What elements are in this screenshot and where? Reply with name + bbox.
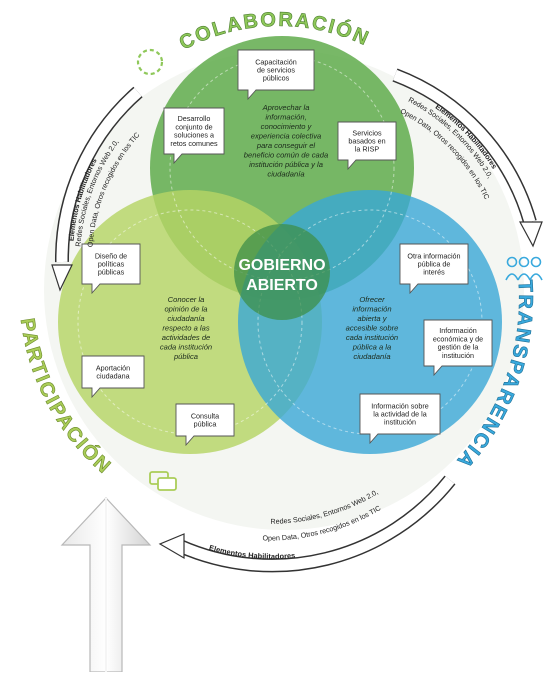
participacion-bubble-text: Consulta <box>191 411 219 420</box>
colaboracion-bubble-text: Servicios <box>352 128 382 137</box>
colaboracion-bubble-text: Desarrollo <box>178 114 211 123</box>
handshake-ring-icon <box>136 48 164 76</box>
center-circle <box>234 224 330 320</box>
transparencia-bubble-text: institución <box>384 418 416 427</box>
colaboracion-bubble-text: de servicios <box>257 66 295 75</box>
colaboracion-description-line: institución pública y la <box>249 160 323 169</box>
participacion-description-line: pública <box>173 352 198 361</box>
colaboracion-description-line: Aprovechar la <box>262 103 310 112</box>
transparencia-bubble-text: económica y de <box>433 334 483 343</box>
participacion-bubble-text: políticas <box>98 260 125 269</box>
chat-bubbles-icon <box>149 471 177 491</box>
participacion-description-line: opinión de la <box>164 305 207 314</box>
upward-arrow <box>60 497 152 673</box>
colaboracion-bubble-text: Capacitación <box>255 57 297 66</box>
transparencia-description-line: pública a la <box>352 343 391 352</box>
colaboracion-bubble-text: soluciones a <box>174 131 214 140</box>
transparencia-description-line: ciudadanía <box>353 352 390 361</box>
colaboracion-description-line: beneficio común de cada <box>244 151 328 160</box>
participacion-bubble-text: Aportación <box>96 363 130 372</box>
colaboracion-bubble-text: conjunto de <box>175 122 212 131</box>
participacion-description-line: respecto a las <box>162 324 209 333</box>
center-label-line2: ABIERTO <box>246 277 318 294</box>
people-group-icon <box>505 256 543 281</box>
transparencia-description-line: Ofrecer <box>359 295 385 304</box>
colaboracion-description-line: información, <box>265 113 306 122</box>
participacion-bubble-text: ciudadana <box>96 372 129 381</box>
transparencia-bubble-text: Información sobre <box>371 401 429 410</box>
colaboracion-bubble-text: basados en <box>348 137 385 146</box>
transparencia-bubble-text: la actividad de la <box>373 410 427 419</box>
transparencia-description-line: información <box>352 305 391 314</box>
transparencia-description-line: cada institución <box>346 333 398 342</box>
participacion-description-line: Conocer la <box>168 295 205 304</box>
center-label-line1: GOBIERNO <box>238 257 325 274</box>
participacion-bubble-text: pública <box>194 420 217 429</box>
colaboracion-description-line: experiencia colectiva <box>251 132 322 141</box>
transparencia-bubble-text: Información <box>439 326 477 335</box>
transparencia-description-line: abierta y <box>357 314 387 323</box>
colaboracion-description-line: para conseguir el <box>256 141 316 150</box>
participacion-bubble-text: públicas <box>98 268 125 277</box>
colaboracion-bubble-text: públicos <box>263 74 290 83</box>
colaboracion-bubble-text: la RISP <box>355 145 380 154</box>
colaboracion-description-line: conocimiento y <box>261 122 313 131</box>
transparencia-bubble-text: institución <box>442 351 474 360</box>
transparencia-description-line: accesible sobre <box>346 324 399 333</box>
colaboracion-description-line: ciudadanía <box>267 170 304 179</box>
transparencia-bubble-text: pública de <box>418 260 451 269</box>
participacion-bubble-text: Diseño de <box>95 251 127 260</box>
participacion-description-line: ciudadanía <box>167 314 204 323</box>
participacion-description-line: cada institución <box>160 343 212 352</box>
colaboracion-bubble-text: retos comunes <box>170 139 218 148</box>
participacion-description-line: actividades de <box>162 333 211 342</box>
transparencia-bubble-text: interés <box>423 268 445 277</box>
transparencia-bubble-text: gestión de la <box>438 343 479 352</box>
transparencia-bubble-text: Otra información <box>407 251 460 260</box>
